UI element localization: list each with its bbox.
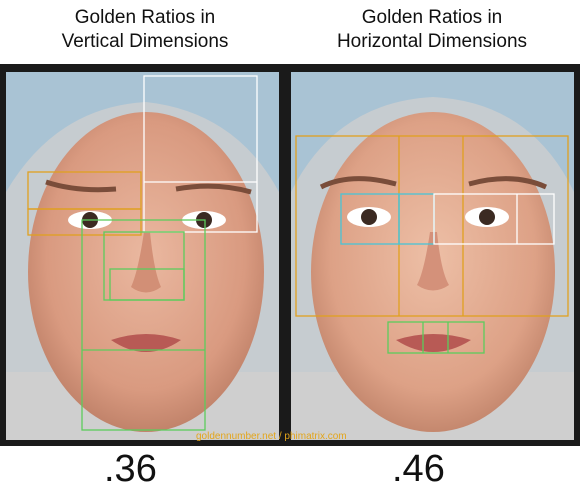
right-heading: Golden Ratios in Horizontal Dimensions [292,6,572,54]
vertical-ratio-value: .36 [104,448,157,490]
nose-mouth-box-green [81,219,206,431]
face-photo-horizontal [291,72,574,440]
nose [417,232,449,291]
mouth-box-green [387,321,485,354]
left-heading-line1: Golden Ratios in [74,7,216,28]
eye-box-yellow [27,208,142,236]
forehead-box-white [143,75,258,233]
face-illustration-horizontal [291,72,574,440]
nose [131,232,161,293]
right-eye-box-white [433,193,555,245]
face-photo-vertical [6,72,279,440]
right-heading-line2: Horizontal Dimensions [336,31,528,52]
lips [396,334,471,352]
watermark-text: goldennumber.net / phimatrix.com [196,431,347,442]
right-heading-line1: Golden Ratios in [361,7,503,28]
left-heading-line2: Vertical Dimensions [61,31,229,52]
horizontal-ratio-value: .46 [392,448,445,490]
face-illustration-vertical [6,72,279,440]
face-width-box-yellow [295,135,569,317]
left-heading: Golden Ratios in Vertical Dimensions [5,6,285,54]
lips [111,334,181,352]
